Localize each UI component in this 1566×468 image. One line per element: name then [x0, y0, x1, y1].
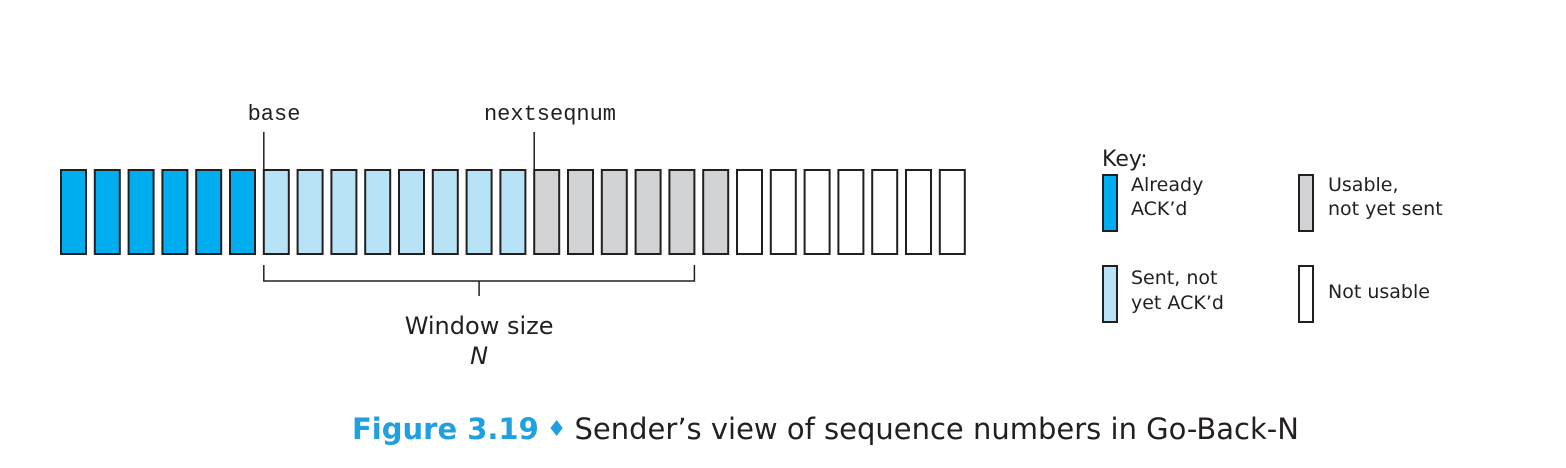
- seq-cell-unusable: [837, 169, 865, 255]
- seq-cell-sent: [364, 169, 392, 255]
- seq-cell-usable: [634, 169, 662, 255]
- key-label-unusable: Not usable: [1328, 281, 1430, 303]
- seq-cell-acked: [161, 169, 189, 255]
- seq-cell-acked: [60, 169, 87, 255]
- base-label: base: [248, 102, 301, 127]
- key-label-sent-line1: Sent, not: [1131, 267, 1218, 289]
- window-bracket: [263, 265, 696, 296]
- seq-cell-unusable: [871, 169, 899, 255]
- sequence-number-cells: [60, 169, 966, 255]
- nextseqnum-label: nextseqnum: [484, 102, 616, 127]
- caption-text: Sender’s view of sequence numbers in Go-…: [574, 412, 1299, 446]
- seq-cell-acked: [127, 169, 155, 255]
- seq-cell-sent: [431, 169, 459, 255]
- key-swatch-sent: [1102, 265, 1118, 323]
- seq-cell-usable: [567, 169, 594, 255]
- seq-cell-usable: [702, 169, 730, 255]
- key-label-sent-line2: yet ACK’d: [1131, 292, 1224, 314]
- window-size-label: Window size: [405, 312, 554, 340]
- key-swatch-unusable: [1298, 265, 1314, 323]
- key-title: Key:: [1102, 147, 1148, 172]
- seq-cell-sent: [296, 169, 324, 255]
- seq-cell-sent: [330, 169, 358, 255]
- key-label-acked-line2: ACK’d: [1131, 198, 1188, 220]
- seq-cell-acked: [229, 169, 256, 255]
- seq-cell-unusable: [803, 169, 831, 255]
- key-label-acked-line1: Already: [1131, 174, 1204, 196]
- seq-cell-sent: [262, 169, 290, 255]
- key-label-usable-line1: Usable,: [1328, 174, 1399, 196]
- window-size-n-label: N: [470, 342, 488, 370]
- seq-cell-sent: [465, 169, 493, 255]
- seq-cell-unusable: [938, 169, 966, 255]
- key-swatch-acked: [1102, 174, 1118, 232]
- key-swatch-usable: [1298, 174, 1314, 232]
- seq-cell-unusable: [769, 169, 797, 255]
- seq-cell-sent: [398, 169, 425, 255]
- seq-cell-sent: [499, 169, 527, 255]
- caption-diamond-icon: ♦: [546, 417, 567, 442]
- seq-cell-acked: [195, 169, 223, 255]
- seq-cell-unusable: [736, 169, 763, 255]
- seq-cell-acked: [93, 169, 121, 255]
- caption-figure-number: Figure 3.19: [352, 412, 539, 446]
- seq-cell-usable: [668, 169, 696, 255]
- seq-cell-usable: [600, 169, 628, 255]
- seq-cell-unusable: [905, 169, 932, 255]
- key-label-usable-line2: not yet sent: [1328, 198, 1443, 220]
- figure-caption: Figure 3.19 ♦ Sender’s view of sequence nu…: [352, 412, 1299, 446]
- seq-cell-usable: [533, 169, 561, 255]
